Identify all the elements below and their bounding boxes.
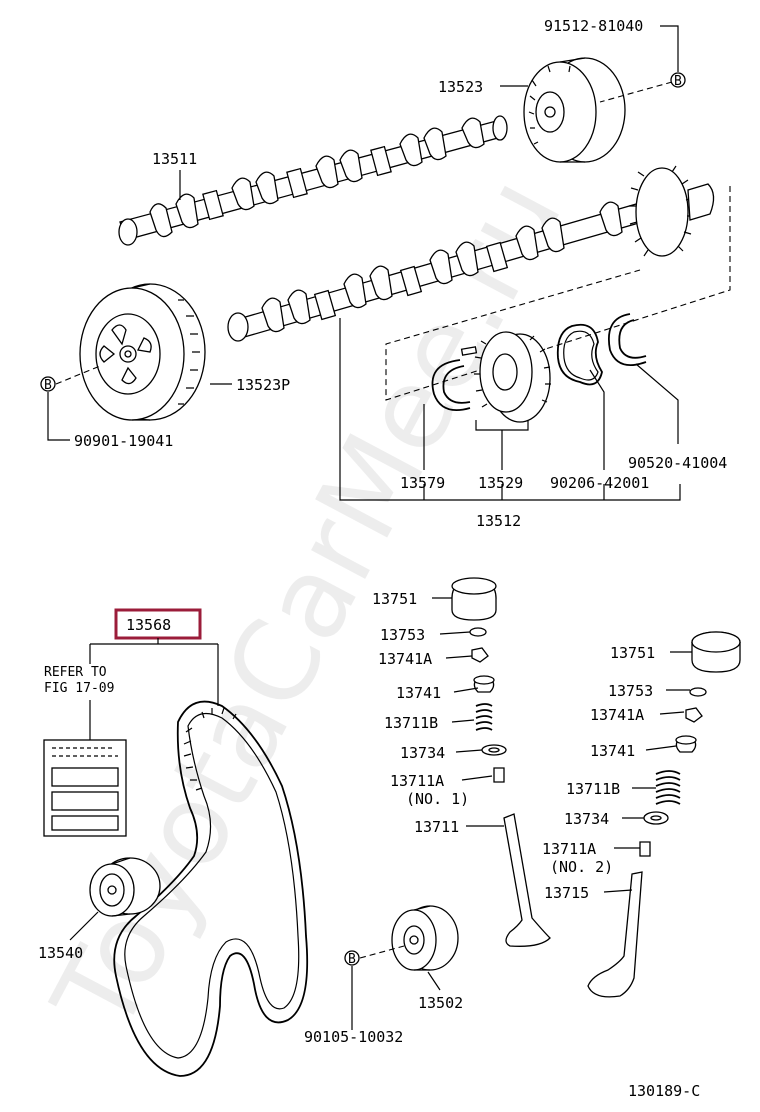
bolt-marker-top: B	[670, 72, 686, 89]
intake-cam-pulley	[523, 57, 626, 163]
label-13711a-right: 13711A	[542, 840, 596, 858]
label-13540: 13540	[38, 944, 83, 962]
label-13715: 13715	[544, 884, 589, 902]
label-13753-left: 13753	[380, 626, 425, 644]
svg-text:B: B	[44, 378, 52, 393]
valve-train-exhaust	[587, 631, 741, 998]
label-13751-right: 13751	[610, 644, 655, 662]
label-13711b-right: 13711B	[566, 780, 620, 798]
label-13741-right: 13741	[590, 742, 635, 760]
label-13711b-left: 13711B	[384, 714, 438, 732]
label-no2: (NO. 2)	[550, 858, 613, 876]
leader-lines-belt	[89, 638, 219, 740]
label-13523p: 13523P	[236, 376, 290, 394]
leader-lines-upper	[47, 25, 681, 501]
label-91512-81040: 91512-81040	[544, 17, 643, 35]
figure-code: 130189-C	[628, 1082, 700, 1100]
label-90105-10032: 90105-10032	[304, 1028, 403, 1046]
valve-train-intake	[451, 577, 551, 947]
idler-pulley	[89, 857, 161, 917]
camshaft-sub-gear	[474, 331, 551, 423]
exhaust-camshaft	[227, 165, 715, 342]
label-13711: 13711	[414, 818, 459, 836]
label-13523: 13523	[438, 78, 483, 96]
label-13741-left: 13741	[396, 684, 441, 702]
label-no1: (NO. 1)	[406, 790, 469, 808]
intake-camshaft	[118, 115, 508, 246]
label-13579: 13579	[400, 474, 445, 492]
label-13753-right: 13753	[608, 682, 653, 700]
exhaust-cam-pulley	[79, 283, 206, 421]
label-13711a-left: 13711A	[390, 772, 444, 790]
label-13741a-right: 13741A	[590, 706, 644, 724]
tensioner-pulley	[391, 905, 459, 971]
bolt-marker-left: B	[40, 376, 56, 393]
label-13741a-left: 13741A	[378, 650, 432, 668]
bolt-marker-bottom: B	[344, 950, 360, 967]
shaft-snap-ring	[608, 313, 647, 366]
label-13734-left: 13734	[400, 744, 445, 762]
label-13511: 13511	[152, 150, 197, 168]
timing-belt	[113, 700, 309, 1077]
svg-text:B: B	[674, 74, 682, 89]
assembly-outline	[385, 186, 731, 401]
label-13512: 13512	[476, 512, 521, 530]
label-90520-41004: 90520-41004	[628, 454, 727, 472]
label-90206-42001: 90206-42001	[550, 474, 649, 492]
pin	[460, 346, 478, 356]
watermark-text: ToyotaCarMee.ru	[29, 157, 588, 1053]
label-13734-right: 13734	[564, 810, 609, 828]
leader-lines-left-valves	[432, 597, 504, 827]
label-13568: 13568	[126, 616, 171, 634]
refer-text-line1: REFER TO	[44, 665, 107, 680]
snap-ring	[431, 359, 471, 412]
belt-label-sticker	[43, 739, 127, 837]
label-13529: 13529	[478, 474, 523, 492]
label-90901-19041: 90901-19041	[74, 432, 173, 450]
label-13751-left: 13751	[372, 590, 417, 608]
svg-text:B: B	[348, 952, 356, 967]
refer-text-line2: FIG 17-09	[44, 681, 114, 696]
leader-lines-right-valves	[603, 651, 692, 893]
wave-washer	[556, 323, 603, 386]
label-13502: 13502	[418, 994, 463, 1012]
